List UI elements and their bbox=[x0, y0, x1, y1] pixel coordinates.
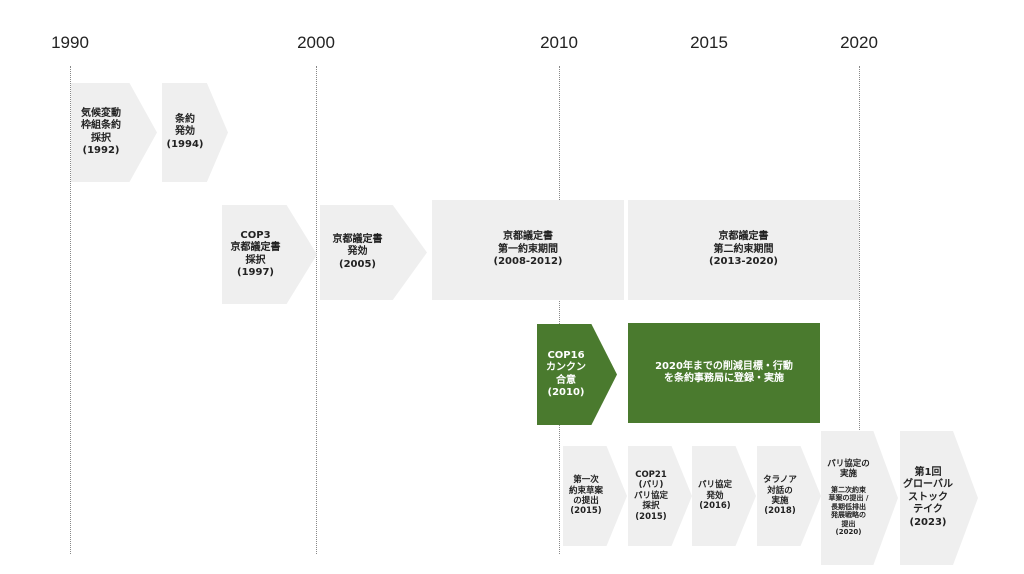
event-text: 条約 発効 (1994) bbox=[166, 113, 204, 150]
gridline-2020 bbox=[859, 66, 860, 554]
event-text: パリ協定 発効 (2016) bbox=[697, 480, 732, 512]
event-text: COP16 カンクン 合意 (2010) bbox=[546, 349, 586, 399]
event-convention-entry-into-force: 条約 発効 (1994) bbox=[162, 83, 228, 182]
event-text: 京都議定書 第二約束期間 (2013-2020) bbox=[709, 231, 778, 268]
event-global-stocktake: 第1回 グローバル ストック テイク (2023) bbox=[900, 431, 978, 565]
event-text: COP3 京都議定書 採択 (1997) bbox=[230, 229, 281, 279]
year-label-2020: 2020 bbox=[840, 33, 878, 52]
year-label-2010: 2010 bbox=[540, 33, 578, 52]
event-text: 第一次 約束草案 の提出 (2015) bbox=[568, 475, 603, 517]
event-text: 京都議定書 発効 (2005) bbox=[332, 233, 383, 270]
gridline-2010 bbox=[559, 66, 560, 554]
event-unfccc-adoption: 気候変動 枠組条約 採択 (1992) bbox=[71, 83, 157, 182]
year-label-2015: 2015 bbox=[690, 33, 728, 52]
event-text: パリ協定の 実施 第二次約束 草案の提出 / 長期低排出 発展戦略の 提出 (2… bbox=[827, 449, 870, 548]
event-first-draft-submission: 第一次 約束草案 の提出 (2015) bbox=[563, 446, 627, 546]
event-kyoto-entry-into-force: 京都議定書 発効 (2005) bbox=[320, 205, 427, 300]
event-paris-entry-into-force: パリ協定 発効 (2016) bbox=[692, 446, 756, 546]
event-cop16-cancun-agreement: COP16 カンクン 合意 (2010) bbox=[537, 324, 617, 425]
event-talanoa-dialogue: タラノア 対話の 実施 (2018) bbox=[757, 446, 821, 546]
gridline-2000 bbox=[316, 66, 317, 554]
event-cop21-paris-adoption: COP21 (パリ) パリ協定 採択 (2015) bbox=[628, 446, 692, 546]
period-kyoto-first-commitment: 京都議定書 第一約束期間 (2008-2012) bbox=[432, 200, 624, 300]
event-title: パリ協定の 実施 bbox=[827, 459, 870, 480]
period-2020-reduction-targets: 2020年までの削減目標・行動 を条約事務局に登録・実施 bbox=[628, 323, 820, 423]
event-text: タラノア 対話の 実施 (2018) bbox=[763, 475, 797, 517]
event-cop3-kyoto-adoption: COP3 京都議定書 採択 (1997) bbox=[222, 205, 317, 304]
event-text: 気候変動 枠組条約 採択 (1992) bbox=[81, 107, 121, 157]
event-text: 2020年までの削減目標・行動 を条約事務局に登録・実施 bbox=[655, 360, 793, 385]
event-text: 第1回 グローバル ストック テイク (2023) bbox=[903, 466, 953, 528]
period-kyoto-second-commitment: 京都議定書 第二約束期間 (2013-2020) bbox=[628, 200, 859, 300]
gridline-1990 bbox=[70, 66, 71, 554]
year-label-2000: 2000 bbox=[297, 33, 335, 52]
event-text: 京都議定書 第一約束期間 (2008-2012) bbox=[493, 231, 563, 268]
event-paris-implementation: パリ協定の 実施 第二次約束 草案の提出 / 長期低排出 発展戦略の 提出 (2… bbox=[821, 431, 898, 565]
event-text: COP21 (パリ) パリ協定 採択 (2015) bbox=[633, 470, 668, 522]
year-label-1990: 1990 bbox=[51, 33, 89, 52]
event-subtext: 第二次約束 草案の提出 / 長期低排出 発展戦略の 提出 (2020) bbox=[828, 485, 869, 537]
